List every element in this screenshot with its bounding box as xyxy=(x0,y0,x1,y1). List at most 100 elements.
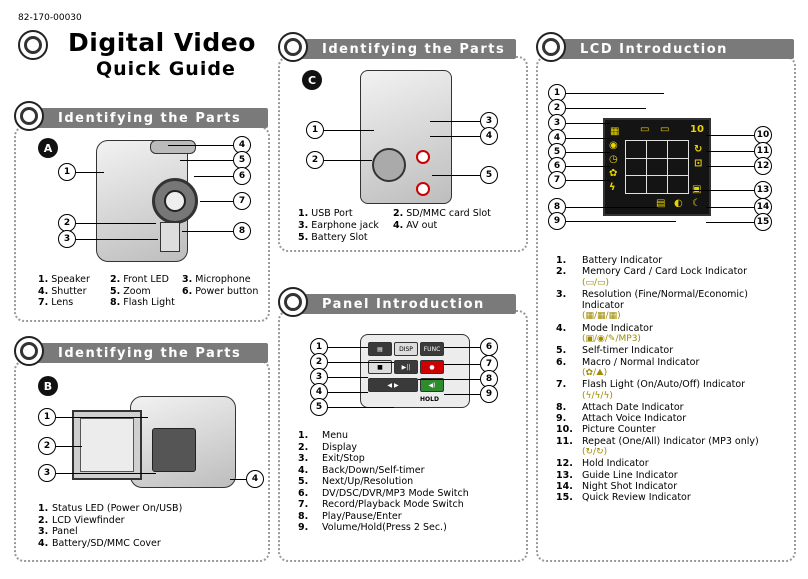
list-item-icons: (ϟ/ϟ/ϟ) xyxy=(582,390,613,401)
lens-glass-illustration xyxy=(164,190,186,212)
list-item-icons: (▭/▭) xyxy=(582,277,610,288)
top-buttons-illustration xyxy=(150,140,196,154)
list-item: 5. Battery Slot xyxy=(298,232,368,243)
callout-8: 8 xyxy=(548,198,566,216)
camera-bottom-illustration xyxy=(360,70,452,204)
lcd-intro-heading: LCD Introduction xyxy=(550,39,794,59)
flash-illustration xyxy=(160,222,180,252)
parts-c-heading: Identifying the Parts xyxy=(292,39,516,59)
night-shot-icon: ☾ xyxy=(692,198,701,209)
list-item: 1.Battery Indicator xyxy=(556,255,663,266)
callout-5: 5 xyxy=(548,143,566,161)
list-item: 4. Shutter xyxy=(38,285,87,297)
battery-icon: ▭ xyxy=(660,124,670,135)
parts-a-letter: A xyxy=(38,138,58,158)
aperture-icon xyxy=(536,32,566,62)
mode-icon: ◉ xyxy=(609,140,618,151)
panel-intro-heading: Panel Introduction xyxy=(292,294,516,314)
av-out-illustration xyxy=(416,150,430,164)
record-button-icon: ● xyxy=(420,360,444,374)
list-item: 6.DV/DSC/DVR/MP3 Mode Switch xyxy=(298,487,469,499)
lcd-screen-diagram xyxy=(603,118,711,216)
callout-8: 8 xyxy=(233,222,251,240)
macro-icon: ✿ xyxy=(609,168,618,179)
callout-5: 5 xyxy=(310,398,328,416)
aperture-icon xyxy=(14,101,44,131)
list-item: 3. Earphone jack xyxy=(298,220,379,231)
parts-a-heading: Identifying the Parts xyxy=(28,108,268,128)
list-item-icons: (▦/▦/▦) xyxy=(582,311,621,322)
callout-7: 7 xyxy=(548,171,566,189)
list-item: 4.Mode Indicator xyxy=(556,322,653,334)
list-item: 5. Zoom xyxy=(110,285,151,297)
earphone-illustration xyxy=(416,182,430,196)
callout-3: 3 xyxy=(58,230,76,248)
callout-3: 3 xyxy=(38,464,56,482)
callout-4: 4 xyxy=(246,470,264,488)
list-item: 2. Front LED xyxy=(110,274,169,285)
panel-intro-list: 1.Menu 2.Display 3.Exit/Stop 4.Back/Down… xyxy=(298,430,469,534)
list-item: 8. Flash Light xyxy=(110,297,175,308)
callout-2: 2 xyxy=(306,151,324,169)
func-button: FUNC xyxy=(420,342,444,356)
parts-c-list: 1. USB Port 2. SD/MMC card Slot 3. Earph… xyxy=(298,208,493,244)
list-item: 2. SD/MMC card Slot xyxy=(393,208,491,219)
parts-b-list: 1.Status LED (Power On/USB) 2.LCD Viewfi… xyxy=(38,503,182,549)
guide-lines xyxy=(625,140,689,194)
callout-7: 7 xyxy=(233,192,251,210)
list-item-icons: (↻/↻) xyxy=(582,447,608,458)
battery-slot-illustration xyxy=(372,148,406,182)
list-item: 13.Guide Line Indicator xyxy=(556,469,678,481)
list-item: 9.Attach Voice Indicator xyxy=(556,413,687,425)
list-item: 1.Menu xyxy=(298,430,349,441)
callout-12: 12 xyxy=(754,157,772,175)
list-item: 6. Power button xyxy=(182,285,259,297)
callout-1: 1 xyxy=(306,121,324,139)
list-item: 7. Lens xyxy=(38,297,74,308)
callout-9: 9 xyxy=(548,212,566,230)
list-item: 5.Self-timer Indicator xyxy=(556,345,674,357)
date-icon: ▤ xyxy=(656,198,666,209)
list-item: 12.Hold Indicator xyxy=(556,458,649,470)
picture-counter-icon: 10 xyxy=(690,124,704,135)
callout-15: 15 xyxy=(754,213,772,231)
list-item: 1.Status LED (Power On/USB) xyxy=(38,503,183,514)
callout-1: 1 xyxy=(58,163,76,181)
parts-b-heading: Identifying the Parts xyxy=(28,343,268,363)
volume-button-icon: ◀) xyxy=(420,378,444,392)
parts-c-letter: C xyxy=(302,70,322,90)
memory-card-icon: ▭ xyxy=(640,124,650,135)
list-item: 2.Memory Card / Card Lock Indicator xyxy=(556,266,748,278)
callout-14: 14 xyxy=(754,198,772,216)
list-item: 14.Night Shot Indicator xyxy=(556,480,678,492)
list-item: 9.Volume/Hold(Press 2 Sec.) xyxy=(298,522,447,533)
list-item: 15.Quick Review Indicator xyxy=(556,492,691,504)
list-item-icons: (✿/⛰) xyxy=(582,367,608,378)
callout-9: 9 xyxy=(480,385,498,403)
list-item: 1. USB Port xyxy=(298,208,353,219)
parts-a-list: 1. Speaker 2. Front LED 3. Microphone 4.… xyxy=(38,274,262,309)
callout-1: 1 xyxy=(38,408,56,426)
aperture-icon xyxy=(14,336,44,366)
list-item: 2.LCD Viewfinder xyxy=(38,514,125,526)
list-item: 7.Flash Light (On/Auto/Off) Indicator xyxy=(556,379,746,391)
repeat-icon: ↻ xyxy=(694,144,703,155)
list-item: 5.Next/Up/Resolution xyxy=(298,476,414,487)
list-item: 10.Picture Counter xyxy=(556,424,656,436)
list-item: 7.Record/Playback Mode Switch xyxy=(298,499,464,510)
document-code: 82-170-00030 xyxy=(18,13,82,23)
self-timer-icon: ◷ xyxy=(609,154,618,165)
callout-13: 13 xyxy=(754,181,772,199)
flash-icon: ϟ xyxy=(609,182,616,193)
resolution-icon: ▦ xyxy=(610,126,620,137)
callout-4: 4 xyxy=(480,127,498,145)
page-subtitle: Quick Guide xyxy=(96,58,236,80)
callout-10: 10 xyxy=(754,126,772,144)
back-next-button-icon: ◀ ▶ xyxy=(368,378,418,392)
list-item: 3.Panel xyxy=(38,526,78,537)
menu-button-icon: ▤ xyxy=(368,342,392,356)
quick-review-icon: ▣ xyxy=(692,184,701,195)
play-pause-button-icon: ▶|| xyxy=(394,360,418,374)
callout-6: 6 xyxy=(233,167,251,185)
parts-b-letter: B xyxy=(38,376,58,396)
